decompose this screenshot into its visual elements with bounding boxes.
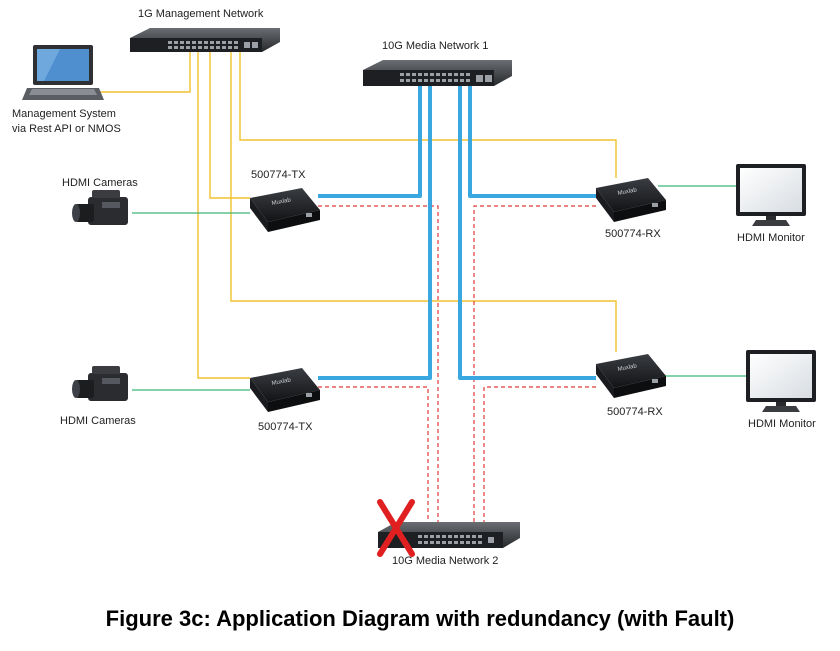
management-system-label-line2: via Rest API or NMOS (12, 123, 121, 135)
media-links (318, 84, 596, 380)
fault-x-mark (377, 499, 415, 557)
management-links (100, 52, 617, 379)
media-link-rx-bottom (458, 84, 596, 380)
cameras-bottom-label: HDMI Cameras (60, 415, 136, 427)
backup-link-tx-bottom (318, 386, 429, 528)
monitor-top-label: HDMI Monitor (737, 232, 805, 244)
rx-device-top: Muxlab (596, 178, 666, 222)
figure-caption: Figure 3c: Application Diagram with redu… (105, 606, 735, 631)
cameras-top-label: HDMI Cameras (62, 177, 138, 189)
rx-bottom-brand: Muxlab (617, 363, 638, 373)
backup-links (318, 205, 596, 528)
mgmt-link-tx-bottom (197, 52, 250, 379)
mgmt-link-rx-bottom (230, 52, 617, 352)
media-link-tx-bottom (318, 84, 432, 380)
media-network-1-label: 10G Media Network 1 (382, 40, 488, 52)
management-network-label: 1G Management Network (138, 8, 264, 20)
monitor-bottom-label: HDMI Monitor (748, 418, 816, 430)
management-system-label-line1: Management System (12, 108, 116, 120)
tx-top-brand: Muxlab (271, 197, 292, 207)
mgmt-link-tx-top (209, 52, 250, 199)
management-switch (130, 28, 280, 52)
tx-device-top: Muxlab (250, 188, 320, 232)
backup-link-rx-bottom (483, 386, 596, 528)
mgmt-link-laptop (100, 52, 191, 93)
media-network-1-switch (363, 60, 512, 86)
camera-icon-bottom (72, 366, 128, 401)
monitor-icon-top (736, 164, 806, 226)
hdmi-links (132, 185, 748, 391)
media-link-tx-top (318, 84, 422, 198)
media-link-rx-top (468, 84, 596, 198)
tx-bottom-label: 500774-TX (258, 421, 313, 433)
rx-bottom-label: 500774-RX (607, 406, 663, 418)
laptop-icon (22, 45, 104, 100)
backup-link-rx-top (473, 205, 596, 528)
monitor-icon-bottom (746, 350, 816, 412)
rx-top-brand: Muxlab (617, 187, 638, 197)
camera-icon-top (72, 190, 128, 225)
backup-link-tx-top (318, 205, 439, 528)
tx-device-bottom: Muxlab (250, 368, 320, 412)
rx-device-bottom: Muxlab (596, 354, 666, 398)
media-network-2-label: 10G Media Network 2 (392, 555, 498, 567)
rx-top-label: 500774-RX (605, 228, 661, 240)
tx-bottom-brand: Muxlab (271, 377, 292, 387)
tx-top-label: 500774-TX (251, 169, 306, 181)
